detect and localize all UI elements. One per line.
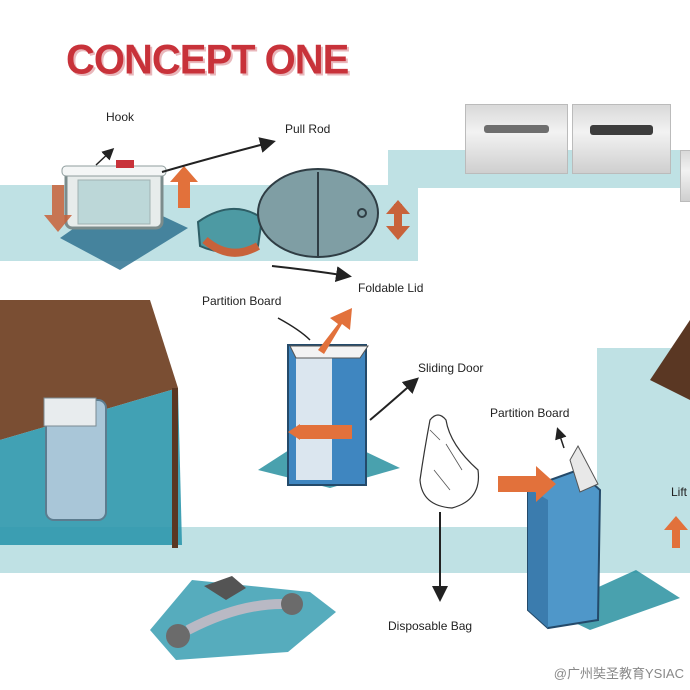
disposable-bag-sketch [419, 414, 480, 509]
sliding-door-pointer [369, 377, 419, 421]
label-hook: Hook [106, 110, 135, 124]
watermark: @广州奘圣教育YSIAC [553, 666, 684, 681]
reference-photo-2 [572, 104, 671, 174]
foldable-lid-pointer [271, 265, 352, 283]
label-partition-board-2: Partition Board [490, 406, 570, 420]
hook-pointer [95, 147, 115, 166]
label-foldable-lid: Foldable Lid [358, 281, 424, 295]
pull-rod-frame-sketch [60, 160, 188, 270]
foldable-lid-sketch [257, 168, 379, 258]
label-partition-board-1: Partition Board [202, 294, 282, 308]
arrow-down-orange [44, 185, 72, 232]
label-disposable-bag: Disposable Bag [388, 619, 473, 633]
reference-photo-1 [465, 104, 568, 174]
wheeled-base-sketch [150, 576, 336, 660]
partition-board-pointer-2 [555, 427, 567, 449]
wooden-table-sketch [0, 300, 182, 548]
folded-lid-sketch [196, 207, 264, 257]
partition-bin-right-sketch [527, 444, 680, 630]
reference-photo-3 [680, 150, 690, 202]
label-lift: Lift [671, 485, 688, 499]
sliding-door-bin-sketch [258, 344, 400, 488]
wooden-edge-right [650, 320, 690, 400]
label-pull-rod: Pull Rod [285, 122, 331, 136]
arrow-vertical-right-up [386, 200, 410, 214]
arrow-up-orange [170, 166, 198, 208]
page-title: CONCEPT ONE [66, 36, 349, 84]
lift-arrow [664, 516, 688, 548]
partition-arrow-orange [318, 308, 352, 354]
arrow-vertical-right [386, 204, 410, 240]
pull-rod-pointer [161, 137, 276, 173]
partition-arrow-right [498, 466, 556, 502]
partition-board-pointer [277, 317, 311, 341]
label-sliding-door: Sliding Door [418, 361, 484, 375]
